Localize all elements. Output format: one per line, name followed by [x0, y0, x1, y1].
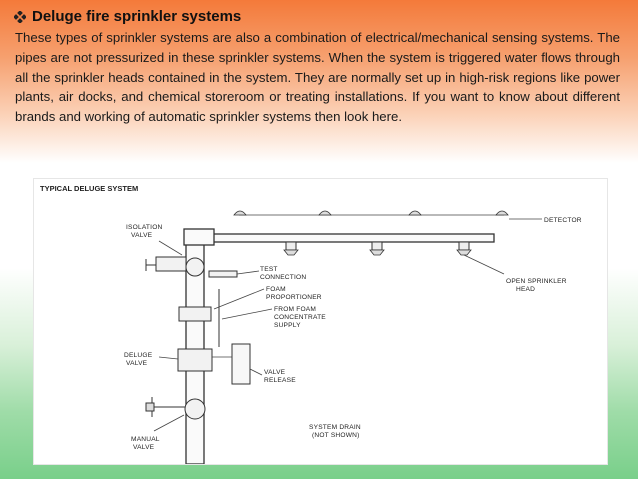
label-from-1: FROM FOAM — [274, 306, 316, 313]
detector-icons — [233, 210, 509, 216]
label-valve-release-1: VALVE — [264, 369, 286, 376]
label-from-3: SUPPLY — [274, 322, 301, 329]
label-manual-1: MANUAL — [131, 436, 160, 443]
valve-release-box — [231, 343, 251, 385]
foam-proportioner — [178, 306, 212, 322]
label-foam-2: PROPORTIONER — [266, 294, 322, 301]
sprinkler-heads — [283, 241, 472, 256]
body-paragraph: These types of sprinkler systems are als… — [15, 30, 620, 125]
label-manual-2: VALVE — [133, 444, 155, 451]
label-test-1: TEST — [260, 266, 278, 273]
heading-text: Deluge fire sprinkler systems — [32, 8, 242, 25]
label-drain-2: (NOT SHOWN) — [312, 432, 360, 439]
isolation-valve — [155, 256, 187, 272]
riser-elbow — [183, 228, 215, 246]
label-open-sprinkler-1: OPEN SPRINKLER — [506, 278, 567, 285]
label-foam-1: FOAM — [266, 286, 286, 293]
slide-heading: Deluge fire sprinkler systems — [14, 8, 241, 25]
label-isolation-valve-1: ISOLATION — [126, 224, 163, 231]
label-open-sprinkler-2: HEAD — [516, 286, 535, 293]
label-test-2: CONNECTION — [260, 274, 306, 281]
label-deluge-1: DELUGE — [124, 352, 153, 359]
label-isolation-valve-2: VALVE — [131, 232, 153, 239]
diagram-title: TYPICAL DELUGE SYSTEM — [40, 184, 138, 193]
diagram-svg: TYPICAL DELUGE SYSTEM DETECTOR — [40, 184, 582, 464]
label-from-2: CONCENTRATE — [274, 314, 326, 321]
label-deluge-2: VALVE — [126, 360, 148, 367]
manual-valve — [184, 398, 206, 420]
main-pipe — [203, 233, 495, 243]
deluge-system-diagram: TYPICAL DELUGE SYSTEM DETECTOR — [33, 178, 608, 465]
diamond-bullet-icon — [14, 10, 26, 23]
label-drain-1: SYSTEM DRAIN — [309, 424, 361, 431]
label-detector: DETECTOR — [544, 217, 582, 224]
label-valve-release-2: RELEASE — [264, 377, 296, 384]
deluge-valve — [177, 348, 213, 372]
